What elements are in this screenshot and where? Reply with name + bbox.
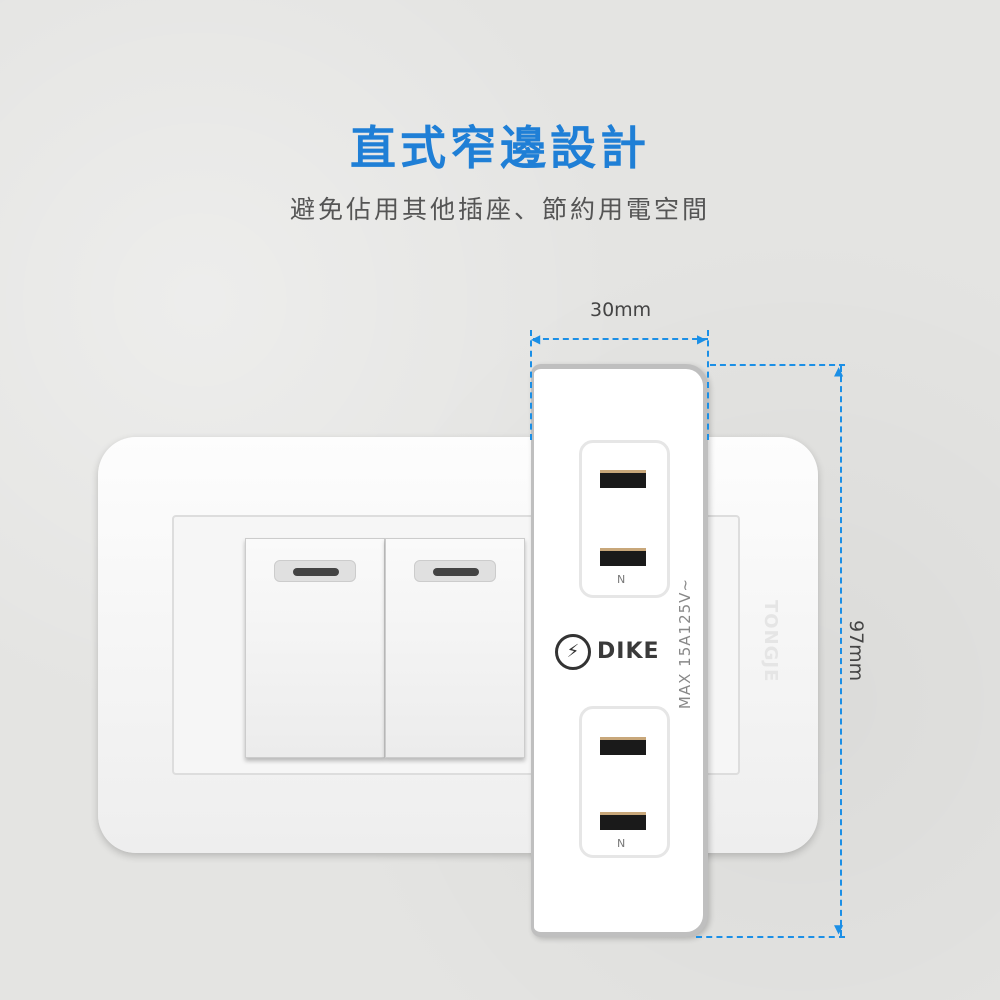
width-label: 30mm xyxy=(590,299,652,321)
plug-logo-icon: ⚡ xyxy=(555,634,591,670)
arrow-down-icon: ▼ xyxy=(834,922,844,936)
height-dimension-line xyxy=(840,366,842,936)
width-guide-left xyxy=(530,330,532,440)
slot-icon xyxy=(600,812,646,830)
neutral-mark: N xyxy=(617,836,626,849)
brand-name: DIKE xyxy=(597,639,660,664)
outlet-top xyxy=(579,440,670,598)
height-guide-bottom xyxy=(696,936,845,938)
height-label: 97mm xyxy=(845,620,867,682)
indicator-icon xyxy=(274,560,356,582)
arrow-left-icon: ◀ xyxy=(531,332,541,346)
outlet-bottom xyxy=(579,706,670,858)
light-switch-right xyxy=(385,538,525,758)
slot-icon xyxy=(600,548,646,566)
slot-icon xyxy=(600,470,646,488)
width-dimension-line xyxy=(533,338,708,340)
arrow-right-icon: ▶ xyxy=(697,332,707,346)
rating-label: MAX 15A125V~ xyxy=(676,578,694,710)
height-guide-top xyxy=(710,364,845,366)
arrow-up-icon: ▲ xyxy=(834,364,844,378)
light-switch-left xyxy=(245,538,385,758)
plate-brand: TONGJE xyxy=(760,600,781,683)
subheadline: 避免佔用其他插座、節約用電空間 xyxy=(289,195,710,224)
slot-icon xyxy=(600,737,646,755)
neutral-mark: N xyxy=(617,572,626,585)
width-guide-right xyxy=(707,330,709,440)
indicator-icon xyxy=(414,560,496,582)
headline: 直式窄邊設計 xyxy=(350,121,650,175)
